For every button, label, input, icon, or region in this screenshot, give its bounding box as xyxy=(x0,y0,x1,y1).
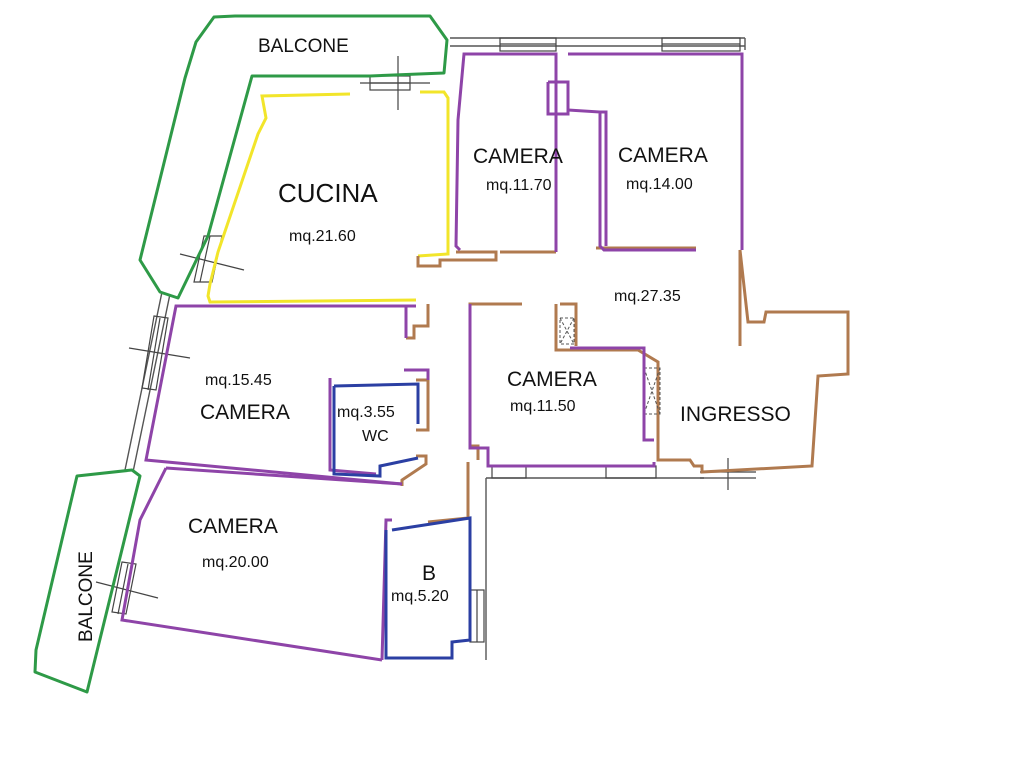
label-corridor-area: mq.27.35 xyxy=(614,288,681,305)
room-outlines xyxy=(120,52,744,662)
label-bagno-area: mq.5.20 xyxy=(391,588,449,605)
label-camera-a-area: mq.11.70 xyxy=(486,177,552,194)
label-camera-a: CAMERA xyxy=(473,145,563,168)
bathroom-outlines xyxy=(332,382,472,660)
kitchen-outline xyxy=(206,90,450,304)
balcony-outlines xyxy=(33,14,449,694)
label-wc: WC xyxy=(362,428,389,445)
label-camera-c: CAMERA xyxy=(200,401,290,424)
label-bagno: B xyxy=(422,562,436,585)
label-camera-e-area: mq.20.00 xyxy=(202,554,269,571)
label-camera-d: CAMERA xyxy=(507,368,597,391)
label-ingresso: INGRESSO xyxy=(680,403,791,426)
label-cucina: CUCINA xyxy=(278,178,378,208)
label-camera-b-area: mq.14.00 xyxy=(626,176,693,193)
label-wc-area: mq.3.55 xyxy=(337,404,395,421)
label-camera-c-area: mq.15.45 xyxy=(205,372,272,389)
label-camera-d-area: mq.11.50 xyxy=(510,398,576,415)
label-camera-e: CAMERA xyxy=(188,515,278,538)
label-balcone-top: BALCONE xyxy=(258,36,349,57)
label-camera-b: CAMERA xyxy=(618,144,708,167)
windows xyxy=(95,37,756,643)
label-cucina-area: mq.21.60 xyxy=(289,228,356,245)
label-balcone-left: BALCONE xyxy=(76,551,97,642)
